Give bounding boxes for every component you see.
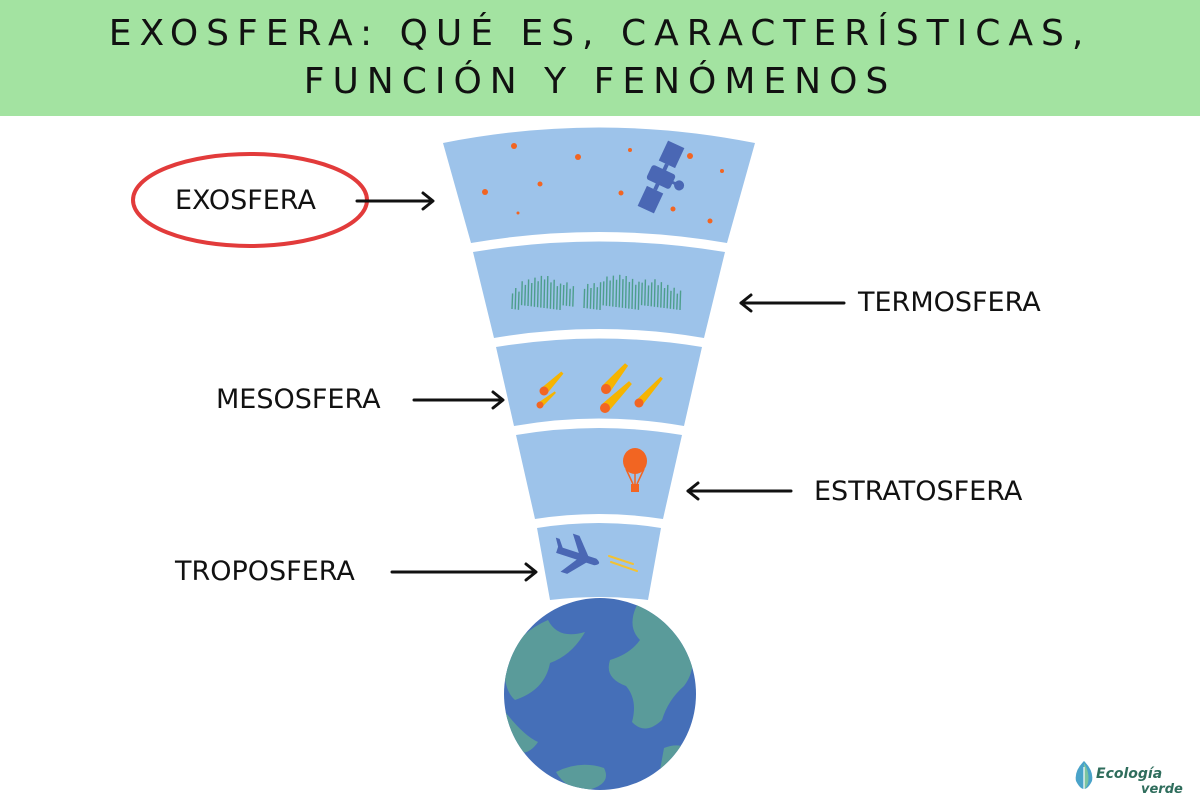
layer-band-termosfera bbox=[473, 241, 725, 338]
label-troposfera: TROPOSFERA bbox=[174, 556, 355, 587]
label-termosfera: TERMOSFERA bbox=[857, 287, 1041, 318]
page-title-line-1: EXOSFERA: QUÉ ES, CARACTERÍSTICAS, bbox=[108, 13, 1092, 54]
contrail-lines bbox=[608, 555, 638, 572]
arrow-mesosfera bbox=[412, 390, 505, 410]
earth-icon bbox=[504, 598, 696, 790]
exosfera-particles bbox=[482, 143, 724, 224]
logo-text-line-1: Ecología bbox=[1096, 766, 1162, 782]
logo-text-line-2: verde bbox=[1141, 782, 1183, 797]
layer-band-troposfera bbox=[537, 523, 661, 600]
label-mesosfera: MESOSFERA bbox=[216, 384, 381, 415]
arrow-exosfera bbox=[355, 191, 435, 211]
page-title-line-2: FUNCIÓN Y FENÓMENOS bbox=[303, 61, 897, 102]
label-estratosfera: ESTRATOSFERA bbox=[814, 476, 1023, 507]
layer-band-estratosfera bbox=[516, 428, 682, 519]
airplane-icon bbox=[555, 533, 600, 574]
arrow-troposfera bbox=[390, 562, 538, 582]
page-header: EXOSFERA: QUÉ ES, CARACTERÍSTICAS, FUNCI… bbox=[0, 0, 1200, 116]
arrow-termosfera bbox=[739, 293, 846, 313]
brand-logo: Ecología verde bbox=[1075, 761, 1183, 797]
satellite-icon bbox=[637, 140, 685, 214]
layer-band-mesosfera bbox=[496, 338, 702, 426]
leaf-icon bbox=[1075, 761, 1093, 791]
arrow-estratosfera bbox=[686, 481, 793, 501]
meteor-icon bbox=[536, 363, 663, 413]
aurora-icon bbox=[511, 274, 682, 311]
balloon-icon bbox=[623, 448, 647, 492]
layer-band-exosfera bbox=[443, 127, 755, 243]
label-exosfera: EXOSFERA bbox=[175, 185, 316, 216]
